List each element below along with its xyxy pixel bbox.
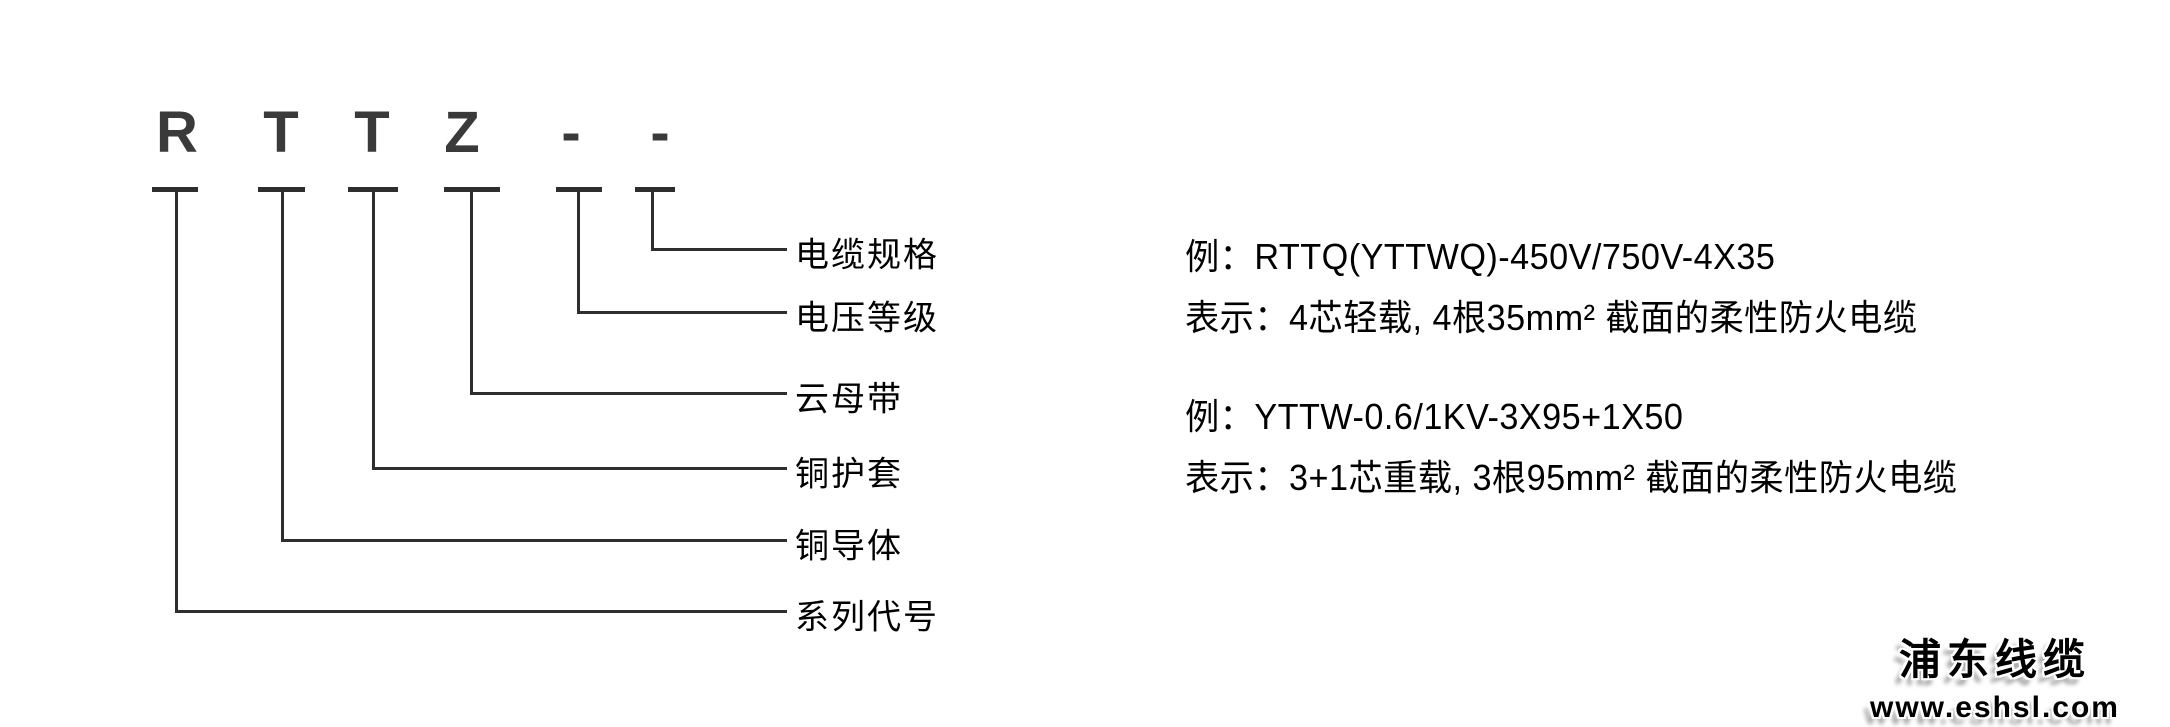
connector-line-spec	[651, 190, 787, 251]
code-letter-5: -	[561, 100, 581, 165]
code-letter-3: T	[354, 100, 390, 165]
brand-watermark: 浦东线缆 www.eshsl.com	[1840, 626, 2150, 725]
example-1-code: 例：RTTQ(YTTWQ)-450V/750V-4X35	[1185, 236, 1776, 277]
connector-line-voltage	[577, 190, 787, 314]
connector-line-mica	[470, 190, 787, 395]
example-1-meaning: 表示：4芯轻载, 4根35mm² 截面的柔性防火电缆	[1185, 297, 1918, 338]
code-letter-2: T	[263, 100, 299, 165]
field-label-mica: 云母带	[795, 380, 903, 419]
code-letter-1: R	[156, 100, 198, 165]
example-2-meaning: 表示：3+1芯重载, 3根95mm² 截面的柔性防火电缆	[1185, 457, 1958, 498]
connector-line-sheath	[372, 190, 787, 470]
code-letter-6: -	[650, 100, 670, 165]
brand-name: 浦东线缆	[1898, 636, 2091, 683]
field-label-series: 系列代号	[795, 598, 939, 637]
tick-bar-3	[348, 187, 398, 192]
connector-line-conductor	[281, 190, 787, 542]
field-label-spec: 电缆规格	[795, 236, 939, 275]
tick-bar-1	[152, 187, 198, 192]
tick-bar-6	[635, 187, 675, 192]
field-label-conductor: 铜导体	[795, 527, 903, 566]
tick-bar-5	[556, 187, 602, 192]
connector-line-series	[175, 190, 787, 613]
tick-bar-4	[444, 187, 500, 192]
field-label-voltage: 电压等级	[795, 299, 939, 338]
field-label-sheath: 铜护套	[795, 455, 903, 494]
tick-bar-2	[258, 187, 305, 192]
example-2-code: 例：YTTW-0.6/1KV-3X95+1X50	[1185, 396, 1684, 437]
website-url: www.eshsl.com	[1870, 691, 2120, 724]
code-letter-4: Z	[444, 100, 480, 165]
